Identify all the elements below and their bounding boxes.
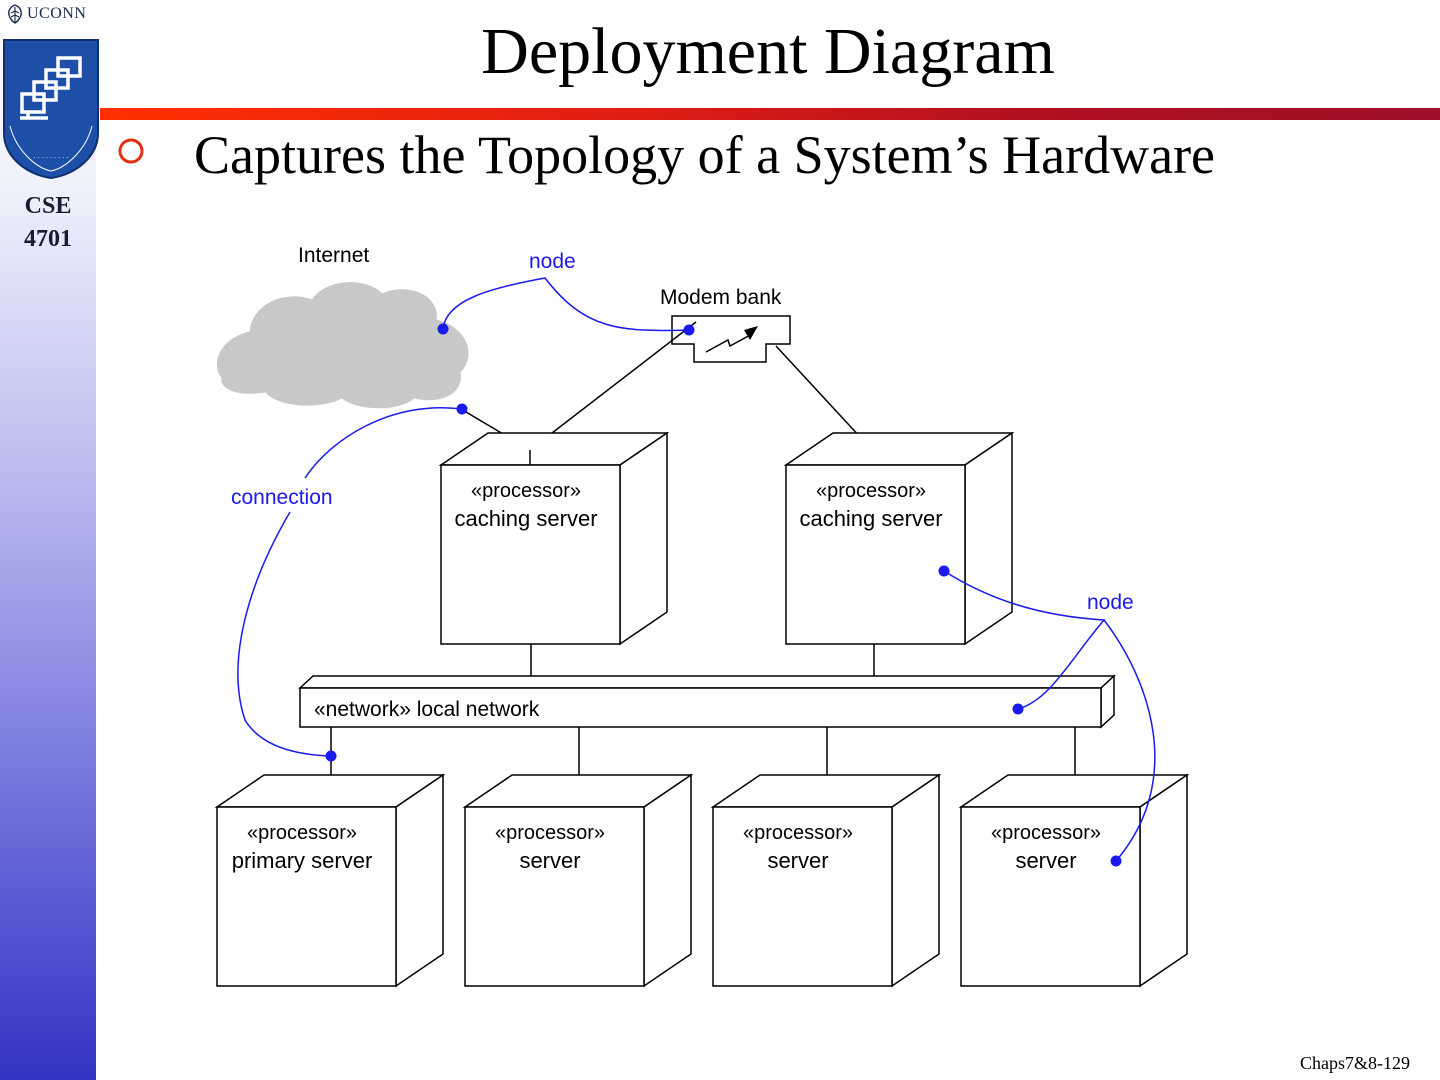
internet-cloud xyxy=(216,282,469,409)
connection-annotation-label: connection xyxy=(231,486,333,509)
server-node: «processor» server xyxy=(462,773,694,988)
caching-server-node: «processor» caching server xyxy=(783,431,1015,646)
network-stereotype: «network» local network xyxy=(314,698,540,721)
svg-text:· · · · · · · · ·: · · · · · · · · · xyxy=(34,154,69,162)
modem-bank-label: Modem bank xyxy=(660,286,782,309)
node-stereotype: «processor» xyxy=(991,822,1101,844)
node-annotation-label: node xyxy=(529,250,576,273)
primary-server-node: «processor» primary server xyxy=(214,773,446,988)
course-number: 4701 xyxy=(24,226,72,252)
node-stereotype: «processor» xyxy=(247,822,357,844)
bullet-circle-icon xyxy=(116,136,146,174)
node-name: primary server xyxy=(232,848,373,873)
course-code: CSE xyxy=(24,193,72,219)
sidebar: UCONN · · · · · · · · · CSE 4701 xyxy=(0,0,99,1080)
node-name: server xyxy=(1015,848,1076,873)
slide-footer: Chaps7&8-129 xyxy=(1300,1053,1410,1073)
node-name: caching server xyxy=(799,506,942,531)
node-name: caching server xyxy=(454,506,597,531)
slide-title: Deployment Diagram xyxy=(481,15,1055,88)
server-node: «processor» server xyxy=(958,773,1190,988)
deployment-diagram: Internet Modem bank «processor» caching … xyxy=(214,244,1190,988)
local-network-node: «network» local network xyxy=(298,674,1116,729)
node-stereotype: «processor» xyxy=(495,822,605,844)
brand-name: UCONN xyxy=(27,5,87,22)
server-node: «processor» server xyxy=(710,773,942,988)
node-name: server xyxy=(767,848,828,873)
annotation-callouts xyxy=(237,277,1156,862)
bullet-text: Captures the Topology of a System’s Hard… xyxy=(194,125,1216,185)
cse-department-logo: · · · · · · · · · xyxy=(3,39,99,180)
title-rule xyxy=(100,108,1440,120)
internet-label: Internet xyxy=(298,244,369,267)
node-annotation-label: node xyxy=(1087,591,1134,614)
oak-leaf-icon xyxy=(8,4,22,24)
annotation-dots xyxy=(325,323,1122,867)
node-stereotype: «processor» xyxy=(816,480,926,502)
modem-bank xyxy=(671,315,791,363)
uconn-brand: UCONN xyxy=(6,4,86,24)
node-stereotype: «processor» xyxy=(743,822,853,844)
connection-modem-cache-1 xyxy=(529,321,697,451)
caching-server-node: «processor» caching server xyxy=(438,431,670,646)
lightning-icon xyxy=(705,333,753,353)
node-stereotype: «processor» xyxy=(471,480,581,502)
node-name: server xyxy=(519,848,580,873)
